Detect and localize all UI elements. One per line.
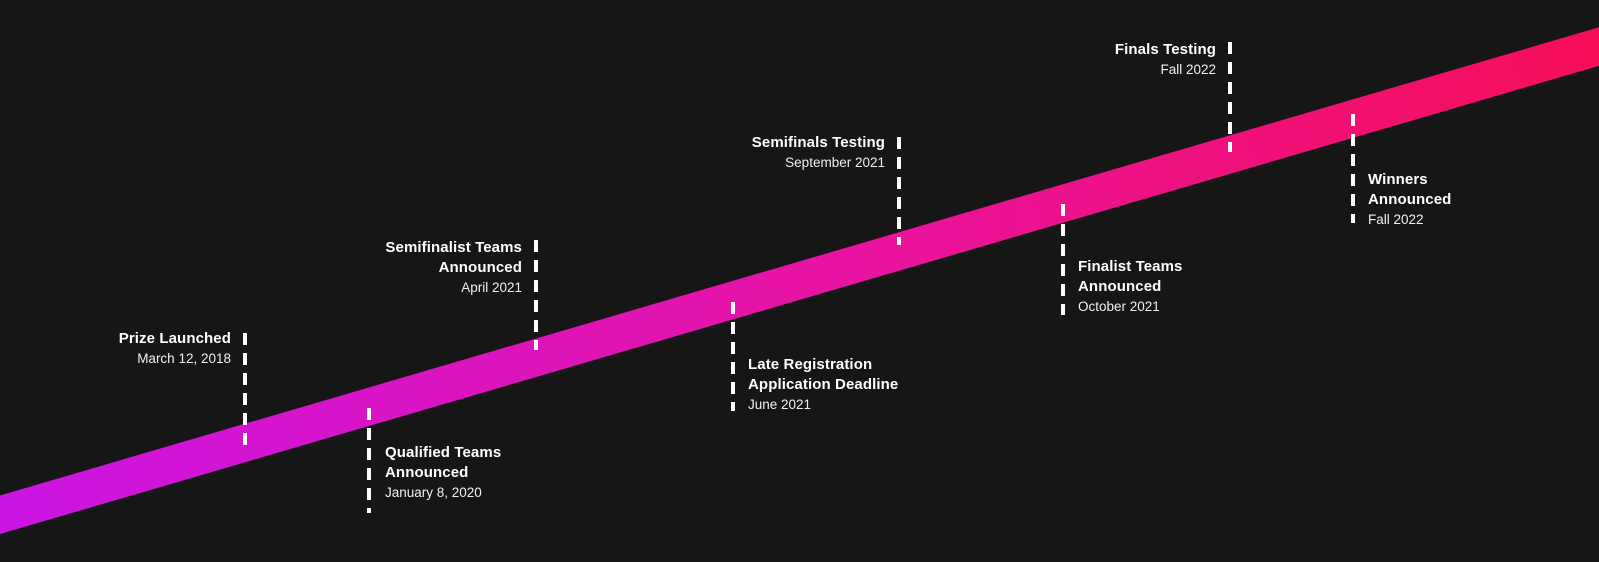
milestone-date: June 2021 <box>748 397 812 412</box>
milestone-title-line: Semifinals Testing <box>751 134 885 151</box>
milestone-tick-line <box>1228 42 1232 152</box>
milestone-title-line: Winners <box>1368 171 1428 188</box>
milestone-title-line: Semifinalist Teams <box>385 239 522 256</box>
milestone-title-line: Qualified Teams <box>385 444 502 461</box>
milestone-tick-line <box>731 302 735 411</box>
milestone-date: Fall 2022 <box>1368 212 1424 227</box>
milestone-title: Prize Launched <box>119 329 231 349</box>
milestone-tick-line <box>243 333 247 446</box>
milestone-title-line: Prize Launched <box>118 330 231 347</box>
milestone-tick-line <box>367 408 371 513</box>
milestone-date: March 12, 2018 <box>137 351 231 366</box>
milestone-date: October 2021 <box>1078 299 1160 314</box>
milestone-title-line: Announced <box>1078 278 1162 295</box>
milestone-date: January 8, 2020 <box>385 485 482 500</box>
milestone-title-line: Announced <box>438 259 522 276</box>
milestone-title: Semifinals Testing <box>752 133 885 153</box>
milestone-title-line: Finalist Teams <box>1078 258 1183 275</box>
milestone-title-line: Late Registration <box>748 356 873 373</box>
milestone-title-line: Announced <box>385 464 469 481</box>
milestone-date: September 2021 <box>785 155 885 170</box>
milestone-title-line: Announced <box>1368 191 1452 208</box>
milestone-date: April 2021 <box>461 280 522 295</box>
milestone-title: Finals Testing <box>1115 40 1216 60</box>
timeline-gradient-band <box>0 21 1599 540</box>
milestone-tick-line <box>1351 114 1355 223</box>
milestone-tick-line <box>534 240 538 350</box>
milestone-title-line: Finals Testing <box>1114 41 1216 58</box>
milestone-date: Fall 2022 <box>1160 62 1216 77</box>
milestone-title-line: Application Deadline <box>748 376 899 393</box>
milestone-tick-line <box>1061 204 1065 315</box>
milestone-tick-line <box>897 137 901 245</box>
